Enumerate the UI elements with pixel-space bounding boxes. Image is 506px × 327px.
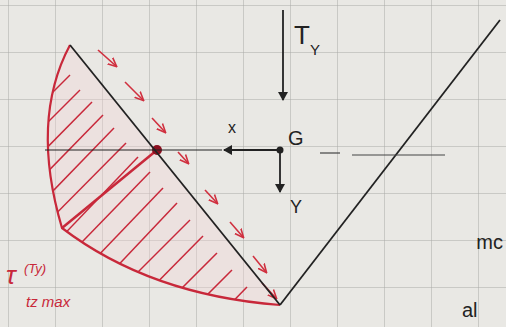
stress-symbol: τ bbox=[6, 262, 16, 288]
load-subscript: Y bbox=[310, 42, 320, 57]
axis-label: Y bbox=[290, 198, 302, 216]
centroid-label: G bbox=[288, 128, 304, 148]
load-symbol: T bbox=[294, 22, 310, 48]
axis-label: x bbox=[228, 120, 236, 136]
cut-off-text: al bbox=[462, 300, 478, 320]
stress-superscript: (Ty) bbox=[24, 262, 46, 275]
stress-subscript: tz max bbox=[26, 294, 70, 309]
cut-off-text: mc bbox=[476, 232, 503, 252]
